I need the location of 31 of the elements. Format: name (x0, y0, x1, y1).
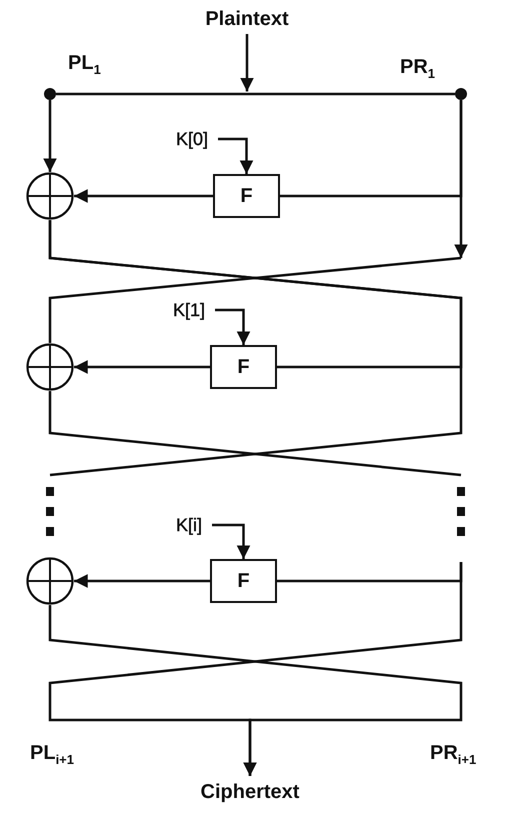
junction-dot (44, 88, 56, 100)
arrow (48, 605, 462, 776)
arrow (43, 100, 57, 172)
connector-line (56, 92, 455, 96)
key-label: K[0] (166, 126, 218, 152)
arrow (215, 308, 250, 345)
key-label: K[i] (166, 512, 212, 538)
xor-symbol (26, 172, 74, 220)
half-label: PR$_{1}$ (400, 56, 436, 81)
connector-line (48, 391, 462, 476)
arrow (74, 574, 210, 588)
input-label: Plaintext (187, 4, 307, 34)
arrow (212, 524, 250, 559)
junction-dot (455, 88, 467, 100)
arrow (454, 100, 468, 258)
half-label: PR$_{i+1}$ (430, 742, 476, 767)
connector-line (48, 220, 462, 476)
xor-symbol (26, 557, 74, 605)
arrow (74, 360, 210, 374)
half-label: PL$_{1}$ (68, 52, 101, 77)
function-box: F (210, 345, 277, 389)
function-box: F (213, 174, 280, 218)
arrow (74, 189, 213, 203)
half-label: PL$_{i+1}$ (30, 742, 74, 767)
arrow (218, 138, 254, 174)
key-label: K[1] (163, 297, 215, 323)
xor-symbol (26, 343, 74, 391)
output-label: Ciphertext (175, 776, 325, 808)
connector-line (48, 256, 462, 343)
function-box: F (210, 559, 277, 603)
arrow (240, 34, 254, 92)
